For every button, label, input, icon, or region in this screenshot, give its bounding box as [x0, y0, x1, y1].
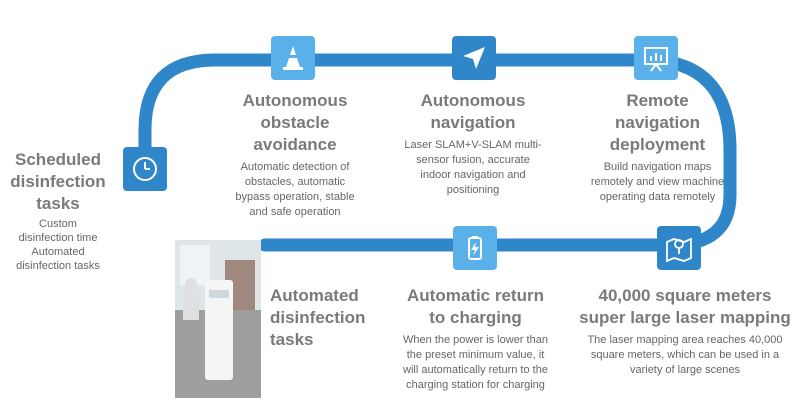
- scheduled-desc: Custom disinfection time Automated disin…: [16, 218, 100, 272]
- autonomous-navigation-block: Autonomous navigation Laser SLAM+V-SLAM …: [398, 90, 548, 198]
- navigation-title: Autonomous navigation: [420, 91, 526, 132]
- charging-desc: When the power is lower than the preset …: [403, 334, 548, 391]
- obstacle-avoidance-block: Autonomous obstacle avoidance Automatic …: [225, 90, 365, 220]
- remote-title: Remote navigation deployment: [609, 91, 706, 154]
- navigation-desc: Laser SLAM+V-SLAM multi- sensor fusion, …: [404, 139, 542, 196]
- auto-charging-block: Automatic return to charging When the po…: [393, 285, 558, 393]
- automated-title: Automated disinfection tasks: [270, 286, 366, 349]
- battery-charging-icon: [453, 226, 497, 270]
- remote-deployment-block: Remote navigation deployment Build navig…: [585, 90, 730, 205]
- remote-desc: Build navigation maps remotely and view …: [590, 161, 725, 203]
- scheduled-disinfection-block: Scheduled disinfection tasks Custom disi…: [2, 149, 114, 273]
- automated-disinfection-block: Automated disinfection tasks: [270, 285, 380, 351]
- mapping-title: 40,000 square meters super large laser m…: [579, 286, 791, 327]
- obstacle-title: Autonomous obstacle avoidance: [242, 91, 348, 154]
- laser-mapping-block: 40,000 square meters super large laser m…: [570, 285, 800, 378]
- map-pin-icon: [657, 226, 701, 270]
- clock-icon: [123, 147, 167, 191]
- traffic-cone-icon: [271, 36, 315, 80]
- scheduled-title: Scheduled disinfection tasks: [10, 150, 106, 213]
- obstacle-desc: Automatic detection of obstacles, automa…: [235, 161, 355, 218]
- charging-title: Automatic return to charging: [407, 286, 544, 327]
- navigation-arrow-icon: [452, 36, 496, 80]
- mapping-desc: The laser mapping area reaches 40,000 sq…: [587, 334, 783, 376]
- disinfection-robot-photo: [175, 240, 261, 398]
- presentation-board-icon: [634, 36, 678, 80]
